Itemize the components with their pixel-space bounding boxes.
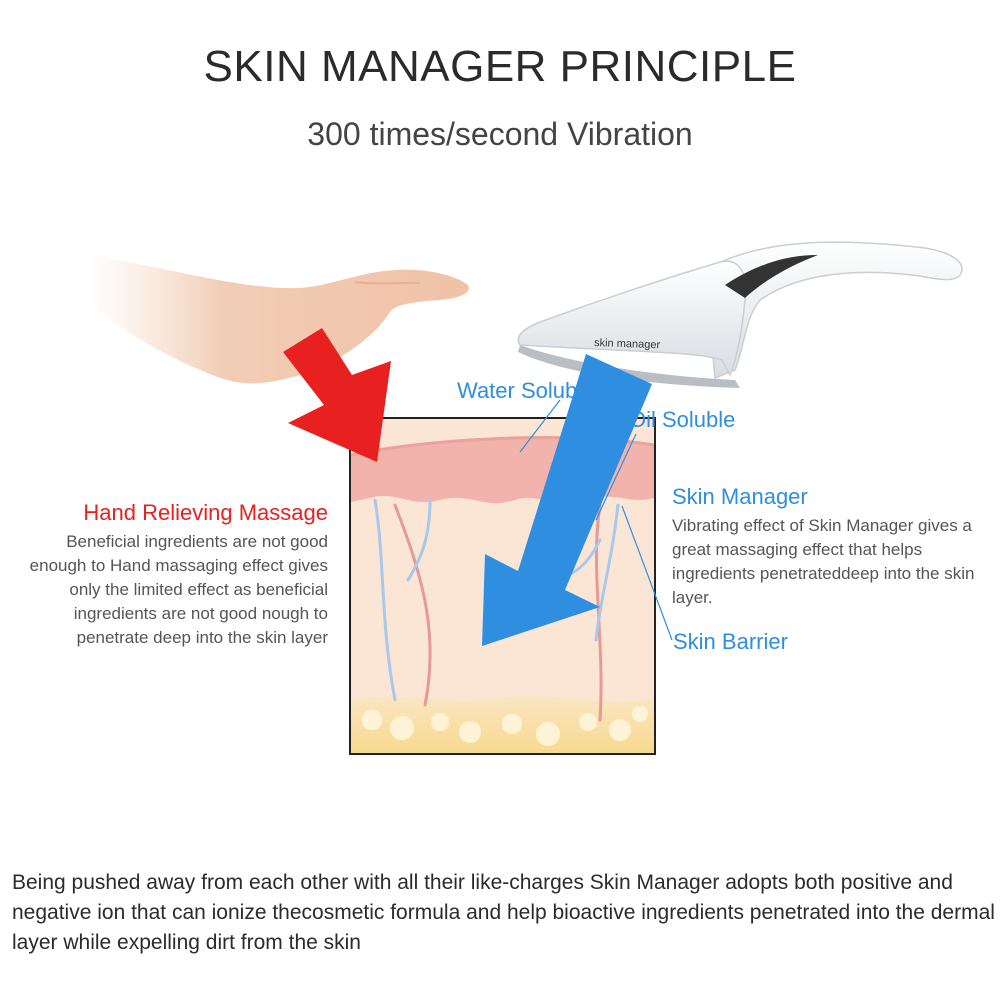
blue-arrow-icon [482,354,652,646]
device-head [517,260,747,377]
vessel-red [393,503,432,707]
page-subtitle: 300 times/second Vibration [307,116,693,152]
hand-massage-heading: Hand Relieving Massage [83,500,328,525]
red-arrow-icon [283,328,391,462]
bottom-description: Being pushed away from each other with a… [12,871,995,954]
hand-illustration [90,255,469,384]
skin-manager-device: skin manager [517,241,963,388]
device-button [725,255,818,298]
hand-massage-block: Hand Relieving Massage Beneficial ingred… [20,500,328,650]
skin-barrier-label: Skin Barrier [673,629,788,654]
hand-massage-description: Beneficial ingredients are not good enou… [29,532,328,647]
skin-manager-description: Vibrating effect of Skin Manager gives a… [672,516,975,607]
device-brand-label: skin manager [594,337,661,351]
page-title: SKIN MANAGER PRINCIPLE [203,42,797,91]
vessel-blue [373,498,397,702]
water-soluble-label: Water Soluble [457,378,595,403]
leader-lines [519,399,673,641]
skin-manager-heading: Skin Manager [672,484,808,509]
hand-icon [90,255,469,384]
skin-manager-block: Skin Manager Vibrating effect of Skin Ma… [672,484,987,610]
oil-soluble-label: Oil Soluble [629,407,736,432]
